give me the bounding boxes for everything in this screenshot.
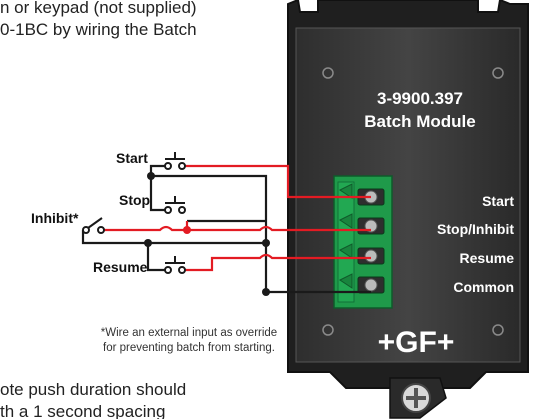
footnote-line-1: *Wire an external input as override [100,327,278,339]
wire-start-signal [184,164,371,199]
junction-dot-icon [262,239,270,247]
outro-text-line-1: ote push duration should [0,380,187,399]
module-part-number: 3-9900.397 [377,89,463,108]
inhibit-switch-icon [82,217,105,234]
terminal-screw-icon [364,278,378,292]
inhibit-switch-label: Inhibit* [31,210,79,226]
brand-logo: +GF+ [378,326,455,359]
wire-stop-inhibit-signal [104,225,371,232]
terminal-lever-icon [339,243,353,259]
junction-dot-icon [183,226,191,234]
junction-dot-icon [262,288,270,296]
screw-cross-icon [406,388,426,408]
footnote-line-2: for preventing batch from starting. [103,342,275,354]
wire-resume-signal [184,253,371,272]
terminal-label-start: Start [482,193,514,209]
connector-lever-strip [337,181,355,303]
terminal-label-common: Common [453,279,514,295]
intro-text-line-1: n or keypad (not supplied) [0,0,197,17]
terminal-screw-icon [364,249,378,263]
junction-dot-icon [147,172,155,180]
resume-switch-icon [164,256,186,274]
stop-switch-icon [164,196,186,214]
mounting-hole-icon [492,67,504,79]
wire-stop-common [149,176,166,212]
resume-switch-label: Resume [93,259,148,275]
terminal-lever-icon [339,183,353,199]
junction-dot-icon [144,239,152,247]
outro-text-line-2: th a 1 second spacing [0,402,166,419]
wire-inhibit-common [81,230,148,245]
wire-resume-common [146,243,166,272]
intro-text-line-2: 0-1BC by wiring the Batch [0,20,197,39]
mounting-hole-icon [322,67,334,79]
module-name: Batch Module [364,112,475,131]
stop-switch-label: Stop [119,192,151,208]
terminal-label-stop-inhibit: Stop/Inhibit [437,221,514,237]
terminal-lever-icon [339,273,353,289]
start-switch-icon [164,152,186,170]
mounting-hole-icon [492,324,504,336]
batch-module: 3-9900.397 Batch Module Start Stop/Inhib… [287,0,529,419]
wire-common-bus [151,174,371,294]
mounting-hole-icon [322,324,334,336]
terminal-lever-icon [339,213,353,229]
terminal-label-resume: Resume [460,250,515,266]
start-switch-label: Start [116,150,148,166]
terminal-connector [333,175,393,309]
